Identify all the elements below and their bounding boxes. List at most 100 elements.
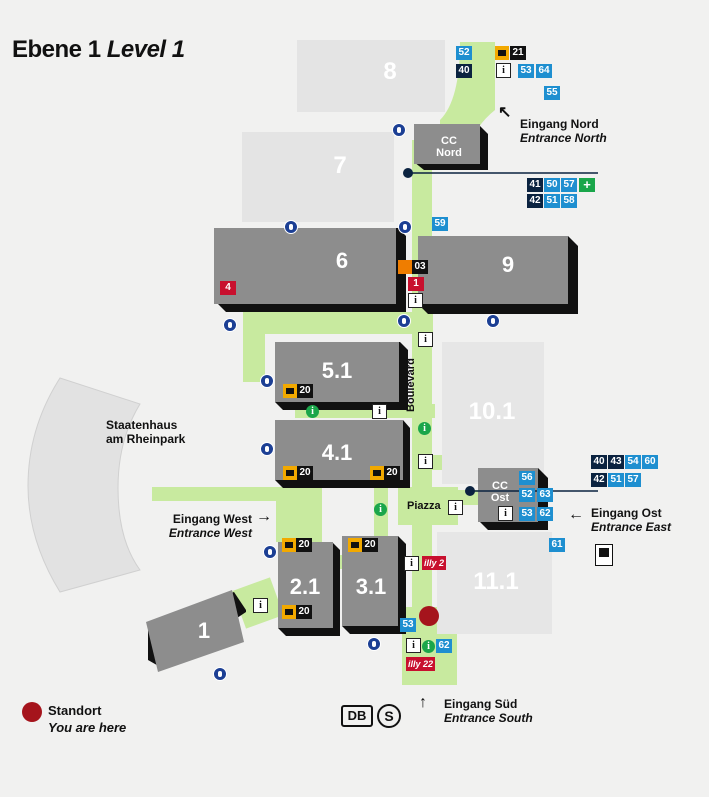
wc-icon-1 [392,123,406,137]
cafe-icon-4-1a [283,466,297,480]
badge-53-north: 53 [518,64,534,78]
badge-1: 1 [408,277,424,291]
wc-icon-10 [367,637,381,651]
arrow-south-icon: ↑ [419,694,427,711]
badge-52: 52 [456,46,472,60]
badge-53-east: 53 [519,507,535,521]
db-logo: DB [341,705,373,727]
page-title: Ebene 1 Level 1 [12,36,185,63]
badge-42-east: 42 [591,473,607,487]
hall-4-1-label: 4.1 [321,440,353,465]
hall-2-1-label: 2.1 [289,574,321,599]
badge-55: 55 [544,86,560,100]
wc-icon-2 [284,220,298,234]
arrow-east-icon: ← [568,506,584,523]
badge-60: 60 [642,455,658,469]
you-are-here-marker [419,606,439,626]
wc-icon-4 [223,318,237,332]
green-info-icon-3: i [374,503,387,516]
wc-icon-6 [486,314,500,328]
info-icon-2-1: i [253,598,268,613]
badge-50: 50 [544,178,560,192]
badge-57: 57 [561,178,577,192]
cafe-icon [495,46,509,60]
badge-54: 54 [625,455,641,469]
badge-51-east: 51 [608,473,624,487]
hall-5-1-label: 5.1 [321,358,353,383]
sbahn-logo: S [377,704,401,728]
wc-icon-3 [398,220,412,234]
badge-cafe-20-3-1: 20 [362,538,378,552]
badge-42: 42 [527,194,543,208]
info-icon: i [496,63,511,78]
badge-62-south: 62 [436,639,452,653]
hall-7-label: 7 [333,152,347,179]
stop-east [465,486,475,496]
illy-cafe-22: illy 22 [406,657,436,671]
info-icon-piazza: i [448,500,463,515]
green-info-icon-2: i [418,422,431,435]
badge-4: 4 [220,281,236,295]
hall-3-1-label: 3.1 [355,574,387,599]
cafe-icon-3-1 [348,538,362,552]
badge-03: 03 [412,260,428,274]
info-icon-6: i [408,293,423,308]
cafe-icon-4-1b [370,466,384,480]
badge-43: 43 [608,455,624,469]
hall-6-label: 6 [335,248,349,273]
badge-63: 63 [537,488,553,502]
badge-cafe-20-4-1b: 20 [384,466,400,480]
badge-59: 59 [432,217,448,231]
badge-58: 58 [561,194,577,208]
badge-64: 64 [536,64,552,78]
hall-10-1-label: 10.1 [468,398,516,425]
badge-51: 51 [544,194,560,208]
first-aid-icon: + [579,178,595,192]
badge-cafe-20-4-1a: 20 [297,466,313,480]
badge-62: 62 [537,507,553,521]
stop-north [403,168,413,178]
wc-icon-7 [260,374,274,388]
badge-52-east: 52 [519,488,535,502]
info-icon-south: i [404,556,419,571]
wc-icon-8 [260,442,274,456]
info-icon-4-1: i [418,454,433,469]
piazza-label: Piazza [407,500,441,512]
hall-1-label: 1 [197,618,211,643]
info-icon-5: i [418,332,433,347]
cafe-icon-5-1 [283,384,297,398]
tram-icon [595,544,613,566]
light-halls [242,40,552,634]
badge-41: 41 [527,178,543,192]
illy-cafe-2: illy 2 [422,556,447,570]
badge-21: 21 [510,46,526,60]
wc-icon-9 [263,545,277,559]
hall-8-label: 8 [383,58,397,85]
wc-icon-11 [213,667,227,681]
info-icon-5-1: i [372,404,387,419]
badge-cafe-20-2-1b: 20 [296,605,312,619]
cafe-icon-2-1b [282,605,296,619]
info-icon-south2: i [406,638,421,653]
arrow-north-icon: ↖ [498,104,512,121]
wc-icon-5 [397,314,411,328]
boulevard-label: Boulevard [405,358,417,412]
cafe-icon-2-1 [282,538,296,552]
badge-56: 56 [519,471,535,485]
info-icon-ost: i [498,506,513,521]
badge-cafe-20-5-1: 20 [297,384,313,398]
badge-57-east: 57 [625,473,641,487]
service-icon [398,260,412,274]
badge-cafe-20-2-1: 20 [296,538,312,552]
badge-40-east: 40 [591,455,607,469]
green-info-icon-1: i [306,405,319,418]
badge-40: 40 [456,64,472,78]
